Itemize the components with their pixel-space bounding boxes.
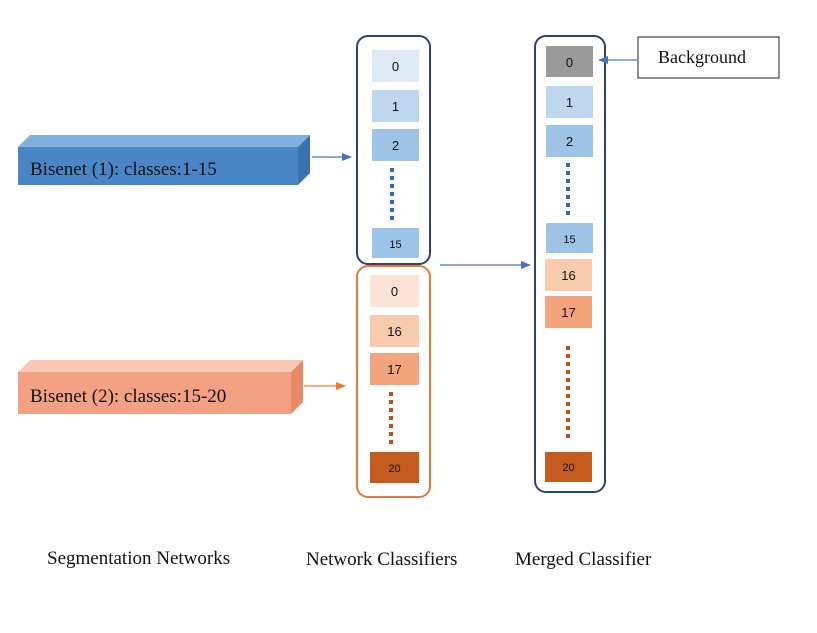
bisenet-1-label: Bisenet (1): classes:1-15 <box>30 159 217 180</box>
merged-cell-0-label: 0 <box>566 55 573 70</box>
classifier-top-cell-0 <box>372 50 419 82</box>
classifier-bottom-cell-17 <box>370 353 419 385</box>
merged-cell-17 <box>545 296 592 328</box>
merged-cell-20 <box>545 452 592 482</box>
classifier-top-cell-15 <box>372 228 419 258</box>
background-callout: Background <box>598 36 780 79</box>
merged-cell-17-label: 17 <box>561 305 575 320</box>
merged-cell-16 <box>545 259 592 291</box>
network-classifier-bottom-cells: 0 16 17 20 <box>370 275 419 483</box>
classifier-bottom-cell-16 <box>370 315 419 347</box>
classifier-top-cell-2 <box>372 129 419 161</box>
classifier-top-cell-2-label: 2 <box>392 138 399 153</box>
merged-classifier-cells: 0 1 2 15 16 17 20 <box>545 46 593 482</box>
merged-cell-15-label: 15 <box>563 234 575 246</box>
network-classifier-top-cells: 0 1 2 15 <box>372 50 419 258</box>
merged-cell-16-label: 16 <box>561 268 575 283</box>
caption-segmentation-networks: Segmentation Networks <box>47 548 230 569</box>
merged-cell-0 <box>546 46 593 77</box>
classifier-top-cell-0-label: 0 <box>392 59 399 74</box>
bisenet-1-box: Bisenet (1): classes:1-15 <box>18 135 310 185</box>
bisenet-2-box: Bisenet (2): classes:15-20 <box>18 360 303 414</box>
background-label: Background <box>658 47 746 67</box>
merged-cell-1-label: 1 <box>566 95 573 110</box>
merged-cell-15 <box>546 223 593 253</box>
merged-cell-2-label: 2 <box>566 134 573 149</box>
classifier-bottom-cell-16-label: 16 <box>387 324 401 339</box>
classifier-bottom-cell-20 <box>370 452 419 483</box>
classifier-bottom-cell-0-label: 0 <box>391 284 398 299</box>
merged-cell-1 <box>546 86 593 118</box>
classifier-top-cell-1 <box>372 90 419 122</box>
classifier-bottom-cell-20-label: 20 <box>388 463 400 475</box>
classifier-bottom-cell-17-label: 17 <box>387 362 401 377</box>
bisenet-2-label: Bisenet (2): classes:15-20 <box>30 386 226 407</box>
background-label-box <box>637 36 780 79</box>
network-classifier-top-frame <box>356 35 431 265</box>
caption-merged-classifier: Merged Classifier <box>515 549 652 570</box>
classifier-top-cell-15-label: 15 <box>389 239 401 251</box>
caption-network-classifiers: Network Classifiers <box>306 549 457 570</box>
merged-classifier-frame <box>534 35 606 493</box>
classifier-bottom-cell-0 <box>370 275 419 307</box>
merged-cell-2 <box>546 125 593 157</box>
network-classifier-bottom-frame <box>356 265 431 498</box>
classifier-top-cell-1-label: 1 <box>392 99 399 114</box>
merged-cell-20-label: 20 <box>562 462 574 474</box>
